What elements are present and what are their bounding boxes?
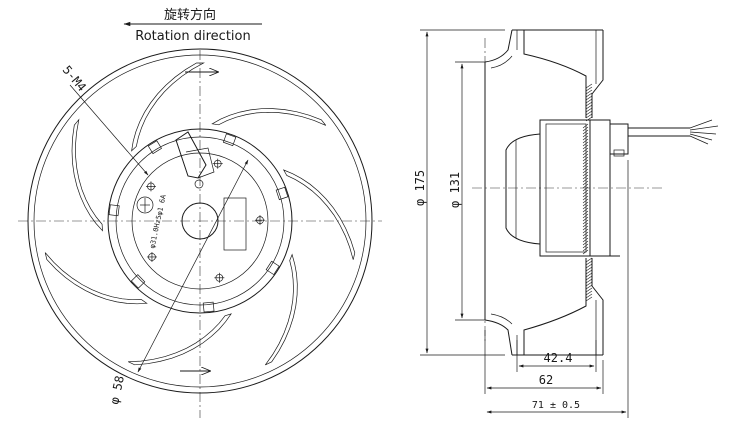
- mounting-hole: [214, 272, 225, 283]
- rotation-label-cn: 旋转方向: [164, 7, 216, 23]
- blade: [211, 108, 327, 126]
- dia-outer-label: φ 175: [413, 170, 427, 206]
- dim-outer-diameter: φ 175: [413, 29, 505, 356]
- thread-leader: [69, 84, 149, 176]
- mounting-hole: [254, 215, 265, 226]
- motor-body: [505, 119, 629, 257]
- blade: [282, 169, 356, 260]
- inlet-flange: [484, 29, 524, 356]
- dim-depth-mid: 62: [484, 330, 604, 394]
- blade: [44, 252, 148, 305]
- hub-slot: [265, 260, 280, 276]
- mounting-hole: [146, 251, 157, 262]
- blade: [71, 118, 103, 232]
- dim-depth-total: 71 ± 0.5: [486, 160, 629, 418]
- motor-label-plate: [223, 197, 247, 251]
- mounting-hole: [212, 158, 223, 169]
- rotation-direction-indicator: 旋转方向 Rotation direction: [123, 7, 262, 44]
- ground-symbol: [136, 196, 154, 214]
- rotation-label-en: Rotation direction: [135, 29, 250, 44]
- impeller-outer-rim: [27, 48, 373, 394]
- hub-slot: [275, 186, 289, 201]
- hatch-bottom: [585, 257, 593, 302]
- hub-diameter-label: φ 58: [107, 374, 127, 405]
- impeller-inner-rim: [33, 54, 367, 388]
- hub-slot: [130, 274, 146, 289]
- depth-inner-label: 42.4: [544, 351, 573, 365]
- blade: [265, 253, 298, 366]
- back-plate: [523, 29, 604, 356]
- hub-slot: [202, 301, 215, 313]
- hub-slot: [147, 140, 162, 155]
- hub-slot: [108, 204, 120, 217]
- thread-label: 5-M4: [60, 63, 89, 94]
- hub-slot: [222, 133, 237, 147]
- mounting-hole: [145, 181, 156, 192]
- dim-depth-inner: 42.4: [516, 340, 597, 372]
- front-view: φ31.0Hz5φ1 6A 5-M4 φ 58: [18, 48, 382, 418]
- dim-inlet-diameter: φ 131: [448, 61, 485, 321]
- cable-clamp: [175, 131, 215, 189]
- dia-inlet-label: φ 131: [448, 172, 462, 208]
- hatch-top: [585, 83, 593, 122]
- side-view: φ 175 φ 131 42.4 62 71 ± 0.5: [413, 29, 719, 418]
- blade: [131, 62, 205, 152]
- hub-diameter-dimline: [137, 159, 249, 373]
- hatch-motor: [582, 123, 589, 255]
- depth-mid-label: 62: [539, 373, 553, 387]
- power-cable: [628, 119, 719, 145]
- depth-total-label: 71 ± 0.5: [532, 400, 580, 411]
- blade: [128, 313, 232, 366]
